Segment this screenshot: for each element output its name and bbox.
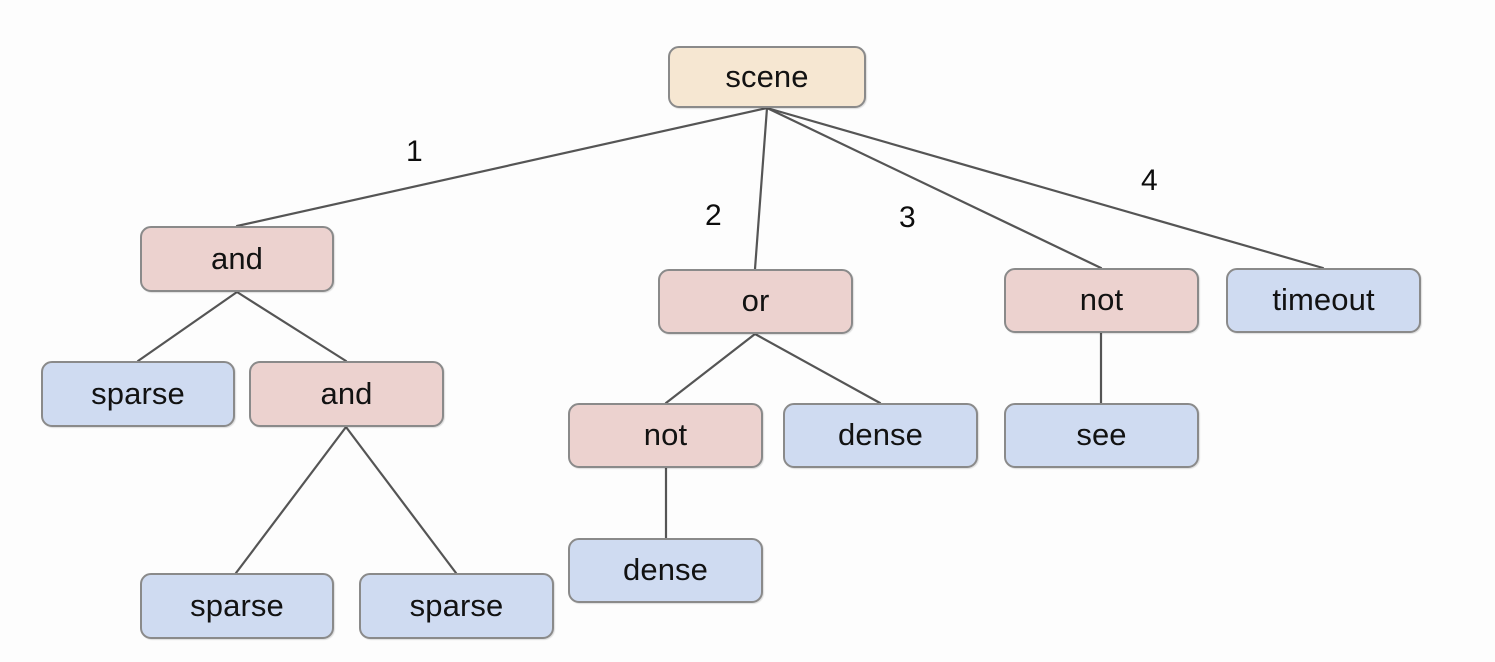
tree-node-or1[interactable]: or — [658, 269, 853, 334]
tree-node-sparse2[interactable]: sparse — [140, 573, 334, 639]
tree-node-label: sparse — [409, 587, 504, 623]
tree-node-label: or — [741, 283, 770, 318]
tree-node-and1[interactable]: and — [140, 226, 334, 292]
edge-label: 3 — [899, 201, 916, 234]
tree-node-not_r[interactable]: not — [1004, 268, 1199, 333]
tree-edge — [753, 106, 769, 271]
tree-edge — [234, 425, 348, 575]
tree-node-see[interactable]: see — [1004, 403, 1199, 468]
tree-node-scene[interactable]: scene — [668, 46, 866, 108]
tree-node-and2[interactable]: and — [249, 361, 444, 427]
edge-label: 4 — [1141, 164, 1158, 197]
tree-node-label: dense — [838, 417, 923, 452]
tree-node-dense_b[interactable]: dense — [568, 538, 763, 603]
tree-edge — [136, 290, 239, 363]
tree-node-label: scene — [725, 58, 809, 94]
tree-edge — [344, 425, 458, 575]
tree-edge — [235, 290, 348, 363]
edge-label: 1 — [406, 135, 423, 168]
tree-edge — [753, 332, 882, 405]
tree-node-dense_r[interactable]: dense — [783, 403, 978, 468]
tree-node-sparse3[interactable]: sparse — [359, 573, 554, 639]
tree-node-label: sparse — [91, 375, 185, 411]
tree-node-label: and — [320, 375, 373, 411]
tree-node-not_m[interactable]: not — [568, 403, 763, 468]
tree-edge — [765, 106, 1103, 270]
tree-node-label: not — [1079, 282, 1124, 317]
tree-node-sparse1[interactable]: sparse — [41, 361, 235, 427]
tree-node-label: timeout — [1272, 282, 1375, 317]
edge-label: 2 — [705, 199, 722, 232]
tree-node-label: dense — [623, 552, 708, 587]
tree-node-label: see — [1076, 417, 1127, 452]
tree-edge — [235, 106, 769, 228]
tree-node-label: not — [643, 417, 688, 452]
tree-node-label: and — [210, 240, 264, 276]
tree-edge — [765, 106, 1325, 270]
tree-node-timeout[interactable]: timeout — [1226, 268, 1421, 333]
tree-node-label: sparse — [190, 587, 284, 623]
tree-edge — [664, 332, 757, 405]
